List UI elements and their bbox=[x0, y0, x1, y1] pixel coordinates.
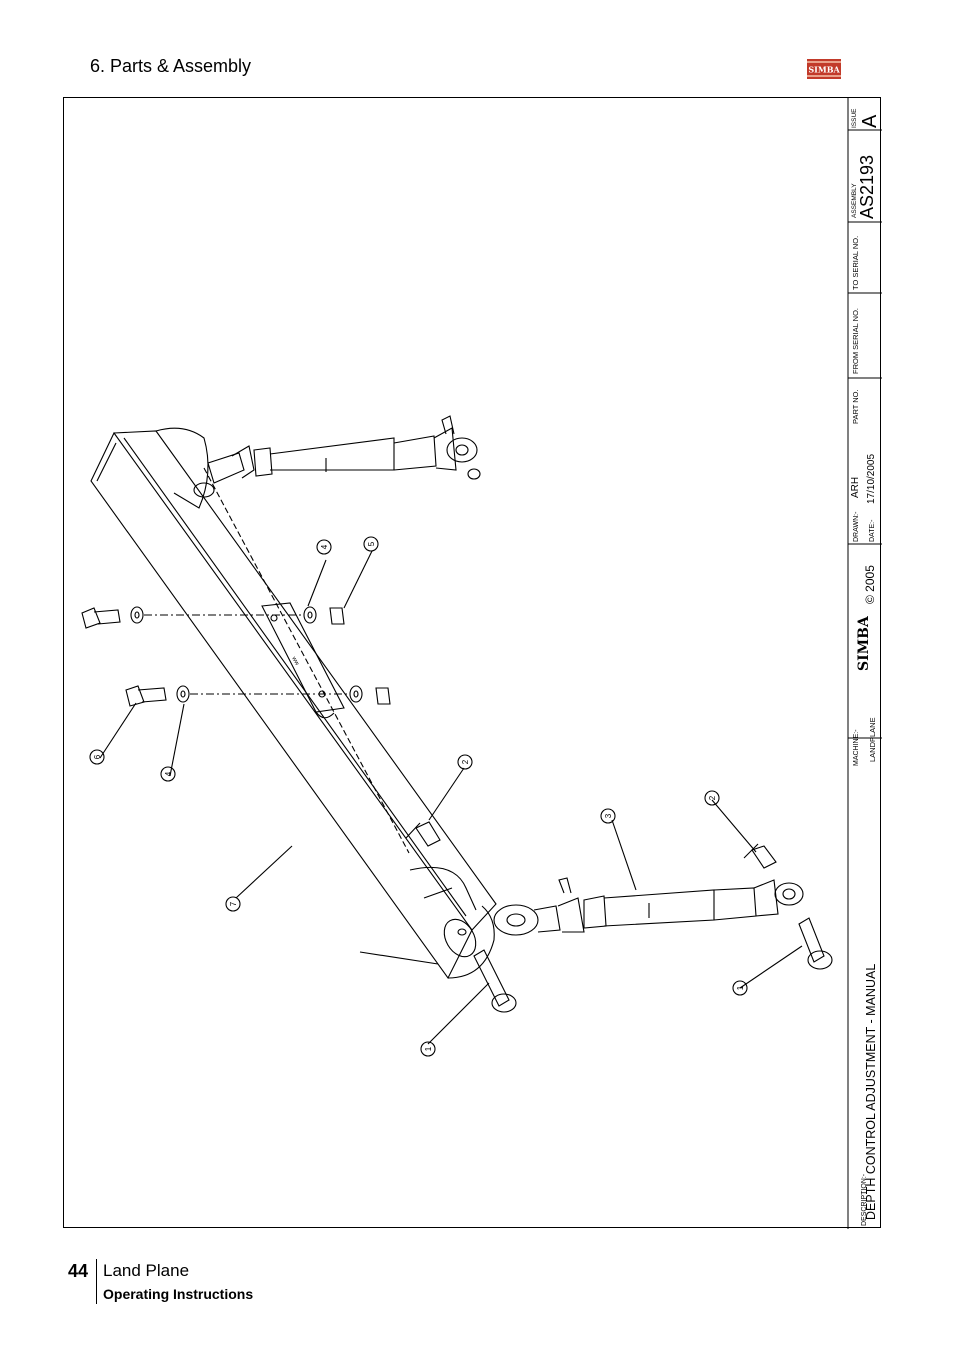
section-title: 6. Parts & Assembly bbox=[90, 56, 252, 76]
callout-2b: 2 bbox=[461, 759, 470, 764]
callout-1a: 1 bbox=[424, 1046, 433, 1051]
drawing-frame: ww bbox=[63, 97, 882, 1229]
issue-letter: A bbox=[859, 114, 881, 128]
callout-3: 3 bbox=[604, 813, 613, 818]
fasteners bbox=[81, 467, 410, 854]
callout-6: 6 bbox=[93, 754, 102, 759]
callout-4b: 4 bbox=[320, 544, 329, 549]
callout-2a: 2 bbox=[708, 795, 717, 800]
linch-pins bbox=[405, 821, 777, 869]
callout-7: 7 bbox=[229, 901, 238, 906]
footer-title: Land Plane bbox=[103, 1261, 190, 1280]
machine-label: MACHINE:- bbox=[853, 729, 860, 766]
leader-lines bbox=[99, 550, 803, 1045]
callout-4a: 4 bbox=[164, 771, 173, 776]
description-text: DEPTH CONTROL ADJUSTMENT - MANUAL bbox=[864, 963, 878, 1220]
page-number: 44 bbox=[68, 1261, 89, 1281]
from-serial-label: FROM SERIAL NO. bbox=[851, 308, 860, 374]
lower-turnbuckle bbox=[493, 877, 804, 936]
to-serial-label: TO SERIAL NO. bbox=[851, 235, 860, 290]
title-block-lines bbox=[847, 98, 882, 1229]
callout-1b: 1 bbox=[736, 985, 745, 990]
date-label: DATE:- bbox=[869, 519, 876, 542]
issue-label: ISSUE bbox=[851, 108, 858, 128]
upper-turnbuckle bbox=[193, 415, 481, 498]
simba-logo: SIMBA bbox=[807, 59, 841, 79]
machine-text: LANDPLANE bbox=[868, 717, 877, 762]
callout-circles bbox=[89, 536, 748, 1057]
footer-divider bbox=[96, 1259, 97, 1304]
drawn-label: DRAWN:- bbox=[853, 511, 860, 542]
pins bbox=[473, 917, 833, 1013]
simba-brand: SIMBA bbox=[856, 616, 872, 671]
copyright-text: © 2005 bbox=[863, 565, 877, 604]
part-no-label: PART NO. bbox=[851, 389, 860, 424]
exploded-assembly-drawing: ww bbox=[81, 98, 882, 1229]
date-text: 17/10/2005 bbox=[866, 453, 877, 504]
logo-text: SIMBA bbox=[808, 65, 840, 75]
callout-5: 5 bbox=[367, 541, 376, 546]
footer-subtitle: Operating Instructions bbox=[103, 1286, 254, 1302]
assembly-number: AS2193 bbox=[857, 154, 877, 219]
main-beam: ww bbox=[90, 427, 497, 980]
drawn-text: ARH bbox=[850, 476, 861, 498]
svg-text:ww: ww bbox=[290, 655, 300, 667]
